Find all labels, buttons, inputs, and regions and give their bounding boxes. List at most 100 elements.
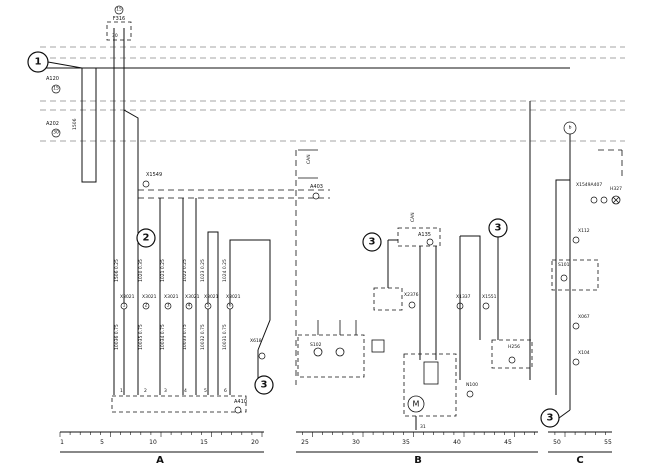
module-a410: A410 1 2 3 4 5 6 (111, 388, 247, 414)
fuse-ref: 15 (116, 7, 122, 13)
svg-text:3: 3 (547, 413, 554, 424)
svg-text:3: 3 (164, 388, 167, 394)
svg-text:6: 6 (224, 388, 227, 394)
x3021-3: X3021 3 (164, 294, 179, 310)
svg-text:31: 31 (420, 424, 426, 430)
svg-text:10032 0.75: 10032 0.75 (200, 324, 206, 350)
x3021-row: X3021 1 X3021 2 X3021 3 X3021 4 X3021 5 … (120, 294, 241, 310)
svg-text:1024 0.25: 1024 0.25 (222, 259, 228, 282)
x3021-4: X3021 4 (185, 294, 200, 310)
label-a202: A202 (46, 121, 59, 127)
connector-x618: X618 (250, 338, 266, 360)
svg-text:10036 0.75: 10036 0.75 (114, 324, 120, 350)
right-section: b S101 X1549A407 H327 X112 X067 X104 (551, 121, 623, 410)
svg-text:15: 15 (200, 439, 208, 446)
svg-text:X3021: X3021 (185, 294, 200, 300)
label-s101: S101 (558, 262, 570, 268)
label-x104: X104 (578, 350, 590, 356)
x3021-2: X3021 2 (142, 294, 157, 310)
motor-n100: M N100 31 (403, 353, 478, 430)
svg-text:3: 3 (369, 237, 376, 248)
x3021-6: X3021 6 (226, 294, 241, 310)
svg-text:10033 0.75: 10033 0.75 (182, 324, 188, 350)
label-x112: X112 (578, 228, 590, 234)
label-n100: N100 (466, 382, 478, 388)
label-x1551: X1551 (482, 294, 497, 300)
callout-3-right: 3 (540, 408, 571, 428)
label-a410: A410 (234, 399, 247, 405)
svg-text:1: 1 (120, 388, 123, 394)
svg-text:10034 0.75: 10034 0.75 (160, 324, 166, 350)
svg-text:X3021: X3021 (142, 294, 157, 300)
relay-labels: A120 15 A202 30 (46, 76, 61, 138)
svg-text:1022 0.25: 1022 0.25 (182, 259, 188, 282)
label-x618: X618 (250, 338, 262, 344)
section-c: C (576, 455, 583, 466)
svg-text:1023 0.25: 1023 0.25 (200, 259, 206, 282)
svg-text:5: 5 (207, 303, 210, 309)
svg-text:4: 4 (184, 388, 187, 394)
svg-text:2: 2 (145, 303, 148, 309)
svg-text:2: 2 (143, 233, 150, 244)
svg-text:2: 2 (144, 388, 147, 394)
svg-text:1506: 1506 (72, 118, 78, 130)
cable-label-b: CAN (410, 212, 416, 222)
sensor-block: S102 (297, 320, 385, 378)
svg-text:1: 1 (35, 57, 42, 68)
lamp-h256: H256 (491, 101, 533, 380)
cable-label-a: CAN (306, 154, 312, 164)
x3021-5: X3021 5 (204, 294, 219, 310)
svg-text:55: 55 (604, 439, 612, 446)
connector-a403: A403 CAN (295, 149, 323, 385)
connector-x1549: X1549 (138, 172, 330, 199)
svg-text:4: 4 (188, 303, 191, 309)
section-b: B (414, 455, 422, 466)
callout-1: 1 (27, 51, 83, 73)
label-x1337: X1337 (456, 294, 471, 300)
sensor-a135: A135 CAN (388, 212, 441, 360)
svg-text:M: M (413, 400, 420, 409)
svg-text:1: 1 (60, 439, 64, 446)
label-h256: H256 (508, 344, 520, 350)
middle-conductors (159, 198, 271, 395)
label-x2376: X2376 (404, 292, 419, 298)
connector-x1551: X1551 (482, 294, 497, 310)
svg-text:X3021: X3021 (120, 294, 135, 300)
label-x067: X067 (578, 314, 590, 320)
label-a120: A120 (46, 76, 59, 82)
svg-text:1: 1 (123, 303, 126, 309)
bus-rails (40, 46, 625, 142)
svg-text:15: 15 (53, 86, 59, 92)
svg-text:10035 0.75: 10035 0.75 (138, 324, 144, 350)
svg-text:3: 3 (261, 380, 268, 391)
label-x1549a407: X1549A407 (576, 182, 602, 188)
fuse-ref-circle (114, 5, 124, 15)
svg-text:30: 30 (352, 439, 360, 446)
bottom-scale: 1 5 10 15 20 25 30 35 40 45 50 55 A B C (59, 431, 612, 466)
svg-text:X3021: X3021 (226, 294, 241, 300)
svg-text:b: b (569, 125, 572, 131)
connector-x1337: X1337 (456, 235, 481, 380)
callout-3-upper: 3 (488, 218, 508, 340)
svg-text:X3021: X3021 (164, 294, 179, 300)
callout-3-middle: 3 (362, 232, 382, 252)
fuse-f316: F316 15 30 (106, 5, 132, 58)
fuse-label: F316 (113, 16, 125, 22)
svg-text:45: 45 (504, 439, 512, 446)
svg-text:5: 5 (100, 439, 104, 446)
svg-text:6: 6 (229, 303, 232, 309)
wire-labels: 1506 0.25 1020 0.35 1021 0.25 1022 0.25 … (114, 259, 228, 350)
svg-text:5: 5 (204, 388, 207, 394)
x3021-1: X3021 1 (120, 294, 135, 310)
svg-text:30: 30 (53, 130, 59, 136)
label-a135: A135 (418, 232, 431, 238)
svg-text:35: 35 (402, 439, 410, 446)
svg-text:40: 40 (453, 439, 461, 446)
fuse-box (106, 21, 132, 41)
svg-text:1020 0.35: 1020 0.35 (138, 259, 144, 282)
svg-text:1506 0.25: 1506 0.25 (114, 259, 120, 282)
label-a403: A403 (310, 184, 323, 190)
motor-symbol (407, 395, 425, 413)
